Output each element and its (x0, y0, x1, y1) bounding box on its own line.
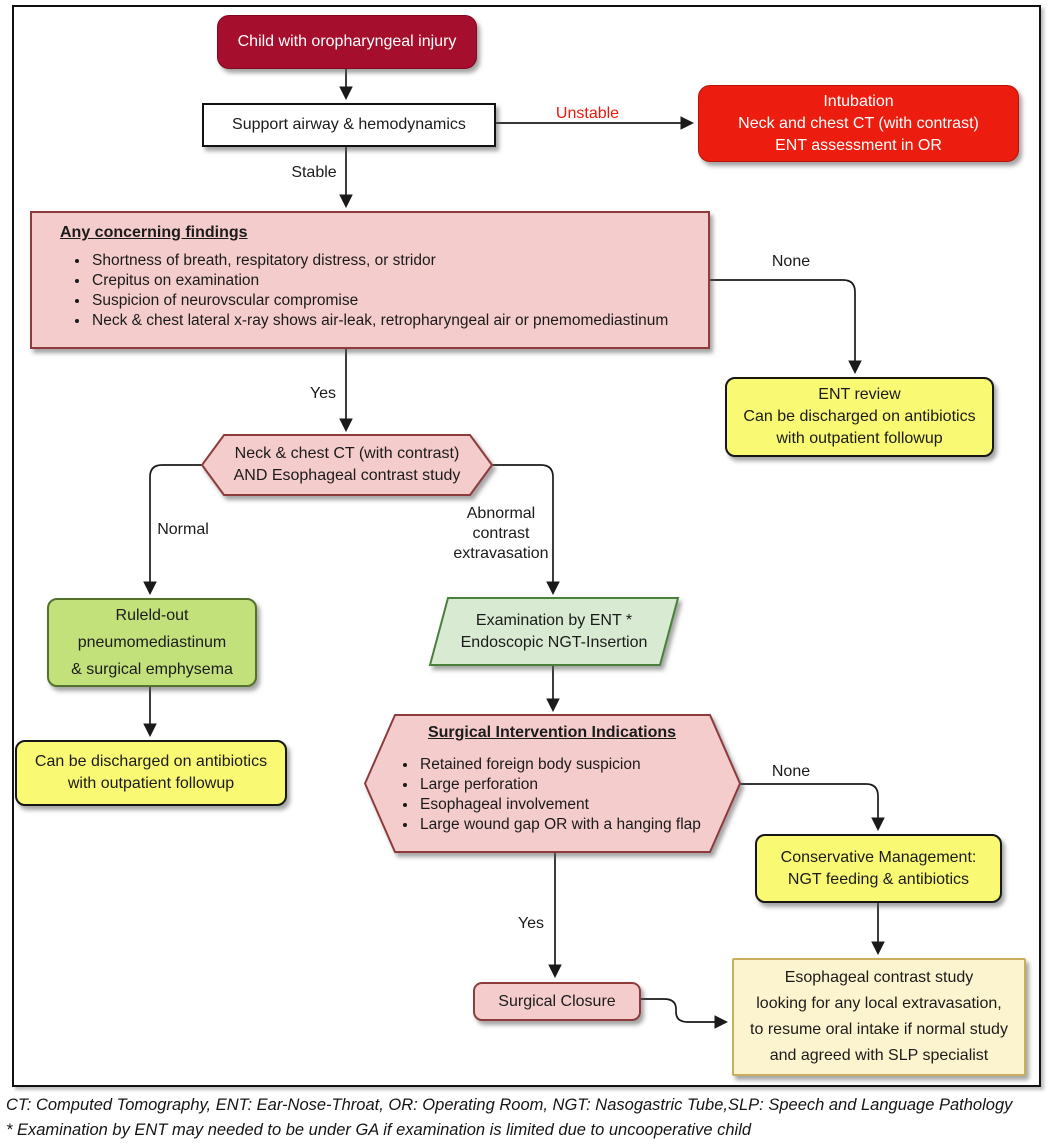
edge-label-yes-findings: Yes (309, 385, 337, 402)
node-start: Child with oropharyngeal injury (217, 15, 477, 69)
surgical-indications-hexagon-shape (363, 714, 742, 853)
footnote-ga-note: * Examination by ENT may needed to be un… (6, 1121, 752, 1139)
edge-closure-esophageal (637, 998, 729, 1029)
node-conservative: Conservative Management: NGT feeding & a… (755, 834, 1002, 903)
node-findings: Any concerning findings Shortness of bre… (30, 211, 710, 349)
edge-ctstudy-ruledout (143, 464, 202, 596)
ct-study-hexagon-shape (200, 434, 494, 496)
node-intubation: Intubation Neck and chest CT (with contr… (698, 85, 1019, 162)
bullet-item: Esophageal involvement (418, 795, 722, 815)
bullet-item: Large wound gap OR with a hanging flap (418, 815, 722, 835)
edge-label-abnormal: Abnormal contrast extravasation (453, 505, 549, 562)
node-ct-study: Neck & chest CT (with contrast) AND Esop… (233, 445, 461, 484)
edge-ctstudy-entexam (492, 464, 560, 596)
node-ent-review: ENT review Can be discharged on antibiot… (725, 377, 994, 457)
node-surgical-closure: Surgical Closure (473, 982, 641, 1021)
bullet-item: Suspicion of neurovscular compromise (90, 291, 698, 311)
bullet-item: Neck & chest lateral x-ray shows air-lea… (90, 311, 698, 331)
bullet-item: Large perforation (418, 775, 722, 795)
node-surgical-indications: Surgical Intervention Indications Retain… (382, 724, 722, 835)
bullet-item: Retained foreign body suspicion (418, 755, 722, 775)
edge-findings-entreview (710, 279, 862, 375)
edge-label-stable: Stable (291, 164, 337, 181)
node-esophageal-study: Esophageal contrast study looking for an… (732, 958, 1026, 1076)
flowchart-frame (12, 5, 1041, 1087)
node-ent-exam: Examination by ENT * Endoscopic NGT-Inse… (460, 611, 648, 651)
edge-label-none-findings: None (771, 253, 811, 270)
surgical-indications-title: Surgical Intervention Indications (427, 724, 677, 741)
surgical-indications-bullet-list: Retained foreign body suspicionLarge per… (382, 755, 722, 835)
bullet-item: Crepitus on examination (90, 271, 698, 291)
edge-label-yes-surgical: Yes (517, 915, 545, 932)
ent-exam-parallelogram-shape (428, 597, 680, 666)
edge-label-normal: Normal (157, 521, 209, 538)
edge-label-none-surgical: None (771, 763, 811, 780)
footnote-abbreviations: CT: Computed Tomography, ENT: Ear-Nose-T… (6, 1096, 1013, 1114)
edge-indications-conservative (740, 783, 885, 832)
node-ruled-out: Ruleld-out pneumomediastinum & surgical … (47, 598, 257, 687)
findings-bullet-list: Shortness of breath, respitatory distres… (60, 251, 698, 331)
node-discharge: Can be discharged on antibiotics with ou… (15, 740, 287, 806)
node-support: Support airway & hemodynamics (202, 103, 496, 147)
bullet-item: Shortness of breath, respitatory distres… (90, 251, 698, 271)
findings-title: Any concerning findings (60, 224, 248, 241)
edge-label-unstable: Unstable (555, 105, 620, 122)
